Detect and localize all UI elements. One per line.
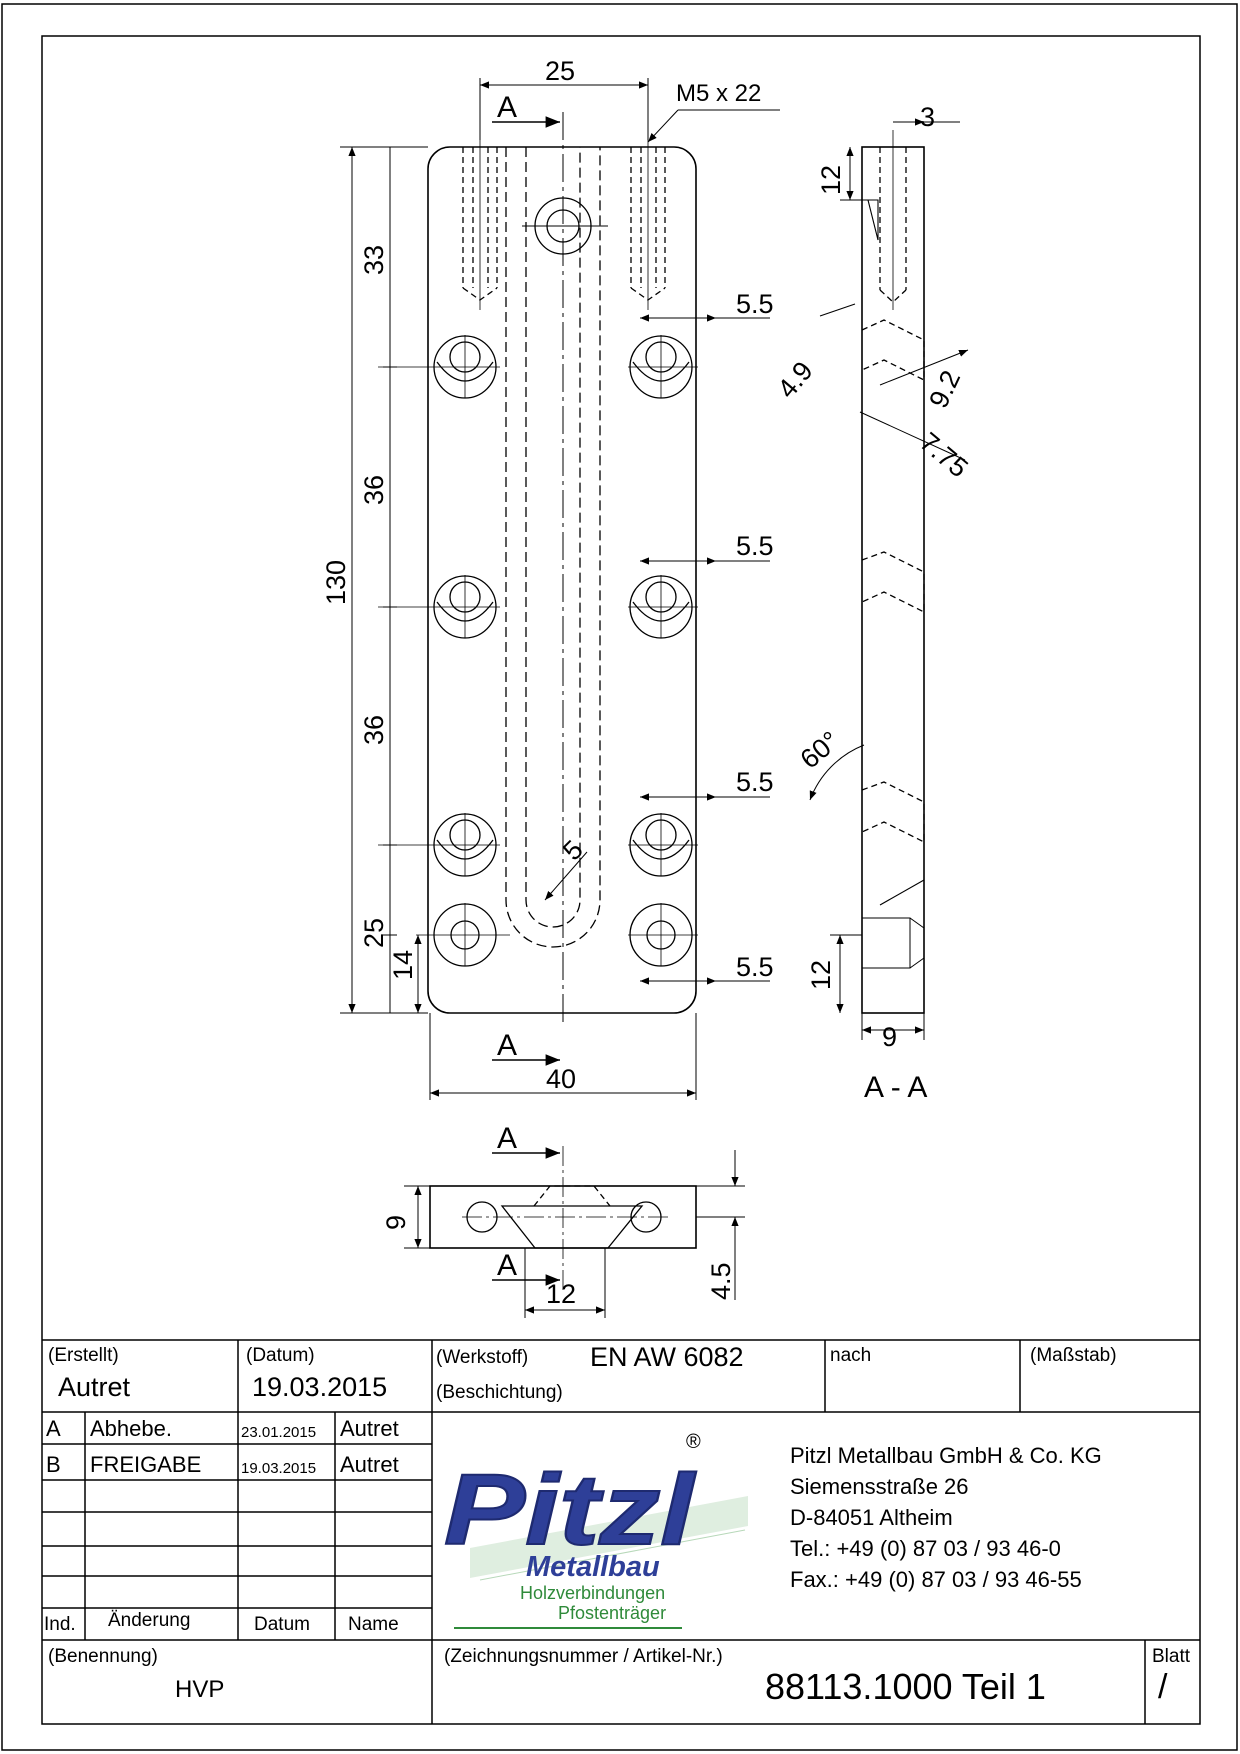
werkstoff-value: EN AW 6082: [590, 1342, 744, 1372]
drawing-frame: [41, 35, 1201, 1725]
dim-thread: M5 x 22: [676, 80, 761, 107]
rev-header-date: Datum: [254, 1614, 310, 1635]
revision-b-name: Autret: [340, 1452, 399, 1477]
dim-bottom-12: 12: [546, 1279, 576, 1309]
dimension-labels: 25 M5 x 22 33 36 130 36 25 14 5.5 5.5 5.…: [321, 56, 974, 1309]
dim-side-t: 3: [920, 102, 935, 132]
werkstoff-label: (Werkstoff): [436, 1347, 529, 1368]
dim-edge-1: 5.5: [736, 289, 774, 319]
logo-line1: Holzverbindungen: [520, 1583, 665, 1603]
zeichnung-label: (Zeichnungsnummer / Artikel-Nr.): [444, 1646, 723, 1667]
section-dimensions: [809, 118, 969, 1040]
erstellt-value: Autret: [58, 1372, 131, 1402]
company-tel: Tel.: +49 (0) 87 03 / 93 46-0: [790, 1536, 1061, 1561]
dim-bottom-45: 4.5: [706, 1262, 736, 1300]
dim-36a: 36: [359, 475, 389, 505]
revision-a-date: 23.01.2015: [241, 1424, 317, 1441]
rev-header-name: Name: [348, 1614, 399, 1635]
revision-a-change: Abhebe.: [90, 1416, 172, 1441]
company-fax: Fax.: +49 (0) 87 03 / 93 46-55: [790, 1567, 1082, 1592]
massstab-label: (Maßstab): [1030, 1345, 1117, 1366]
dim-edge-4: 5.5: [736, 952, 774, 982]
dim-edge-2: 5.5: [736, 531, 774, 561]
zeichnung-value: 88113.1000 Teil 1: [765, 1666, 1046, 1707]
benennung-value: HVP: [175, 1676, 225, 1703]
front-view: [378, 112, 698, 1066]
title-block-grid: [42, 1339, 1200, 1724]
revision-b-change: FREIGABE: [90, 1452, 202, 1477]
dim-130: 130: [321, 560, 351, 605]
dim-side-49: 4.9: [772, 356, 819, 404]
front-dimensions: [340, 78, 780, 1100]
revision-b-ind: B: [46, 1452, 61, 1477]
dim-edge-3: 5.5: [736, 767, 774, 797]
beschichtung-label: (Beschichtung): [436, 1382, 563, 1403]
company-logo: Pitzl ® Metallbau Holzverbindungen Pfost…: [443, 1431, 748, 1629]
rev-header-ind: Ind.: [44, 1614, 76, 1635]
dim-bottom-h: 9: [381, 1215, 411, 1230]
revision-a-ind: A: [46, 1416, 61, 1441]
dim-side-12-bottom: 12: [806, 960, 836, 990]
datum-value: 19.03.2015: [252, 1372, 388, 1402]
logo-registered: ®: [686, 1431, 701, 1453]
dim-36b: 36: [359, 715, 389, 745]
logo-sub: Metallbau: [526, 1551, 660, 1583]
section-mark-a-bottom-top: A: [497, 1122, 517, 1155]
datum-label: (Datum): [246, 1345, 315, 1366]
erstellt-label: (Erstellt): [48, 1345, 119, 1366]
dim-width-total: 40: [546, 1064, 576, 1094]
section-view: [861, 130, 925, 1014]
section-mark-a-top: A: [497, 91, 517, 124]
blatt-label: Blatt: [1152, 1646, 1191, 1667]
logo-line2: Pfostenträger: [558, 1603, 666, 1623]
company-street: Siemensstraße 26: [790, 1474, 969, 1499]
dim-25: 25: [359, 918, 389, 948]
dim-width-top: 25: [545, 56, 575, 86]
blatt-value: /: [1158, 1668, 1168, 1706]
dim-side-9: 9: [882, 1022, 897, 1052]
dim-side-775: 7.75: [914, 427, 974, 484]
dim-side-angle: 60°: [795, 725, 846, 774]
dim-33: 33: [359, 245, 389, 275]
bottom-dimensions: [404, 1150, 745, 1318]
bottom-view: [429, 1146, 697, 1290]
section-mark-a-mid: A: [497, 1029, 517, 1062]
benennung-label: (Benennung): [48, 1646, 158, 1667]
revision-a-name: Autret: [340, 1416, 399, 1441]
section-title: A - A: [864, 1071, 927, 1104]
sheet-border: [1, 3, 1238, 1751]
rev-header-change: Änderung: [108, 1610, 191, 1631]
dim-radius: 5: [557, 834, 589, 866]
dim-14: 14: [388, 950, 418, 980]
logo-brand: Pitzl: [444, 1454, 697, 1566]
dim-side-12-top: 12: [816, 165, 846, 195]
section-mark-a-bottom-low: A: [497, 1249, 517, 1282]
section-markers: A A A A A - A: [497, 91, 927, 1282]
revision-b-date: 19.03.2015: [241, 1460, 317, 1477]
nach-label: nach: [830, 1345, 872, 1366]
company-name: Pitzl Metallbau GmbH & Co. KG: [790, 1443, 1102, 1468]
dim-side-92: 9.2: [923, 366, 966, 413]
company-city: D-84051 Altheim: [790, 1505, 953, 1530]
